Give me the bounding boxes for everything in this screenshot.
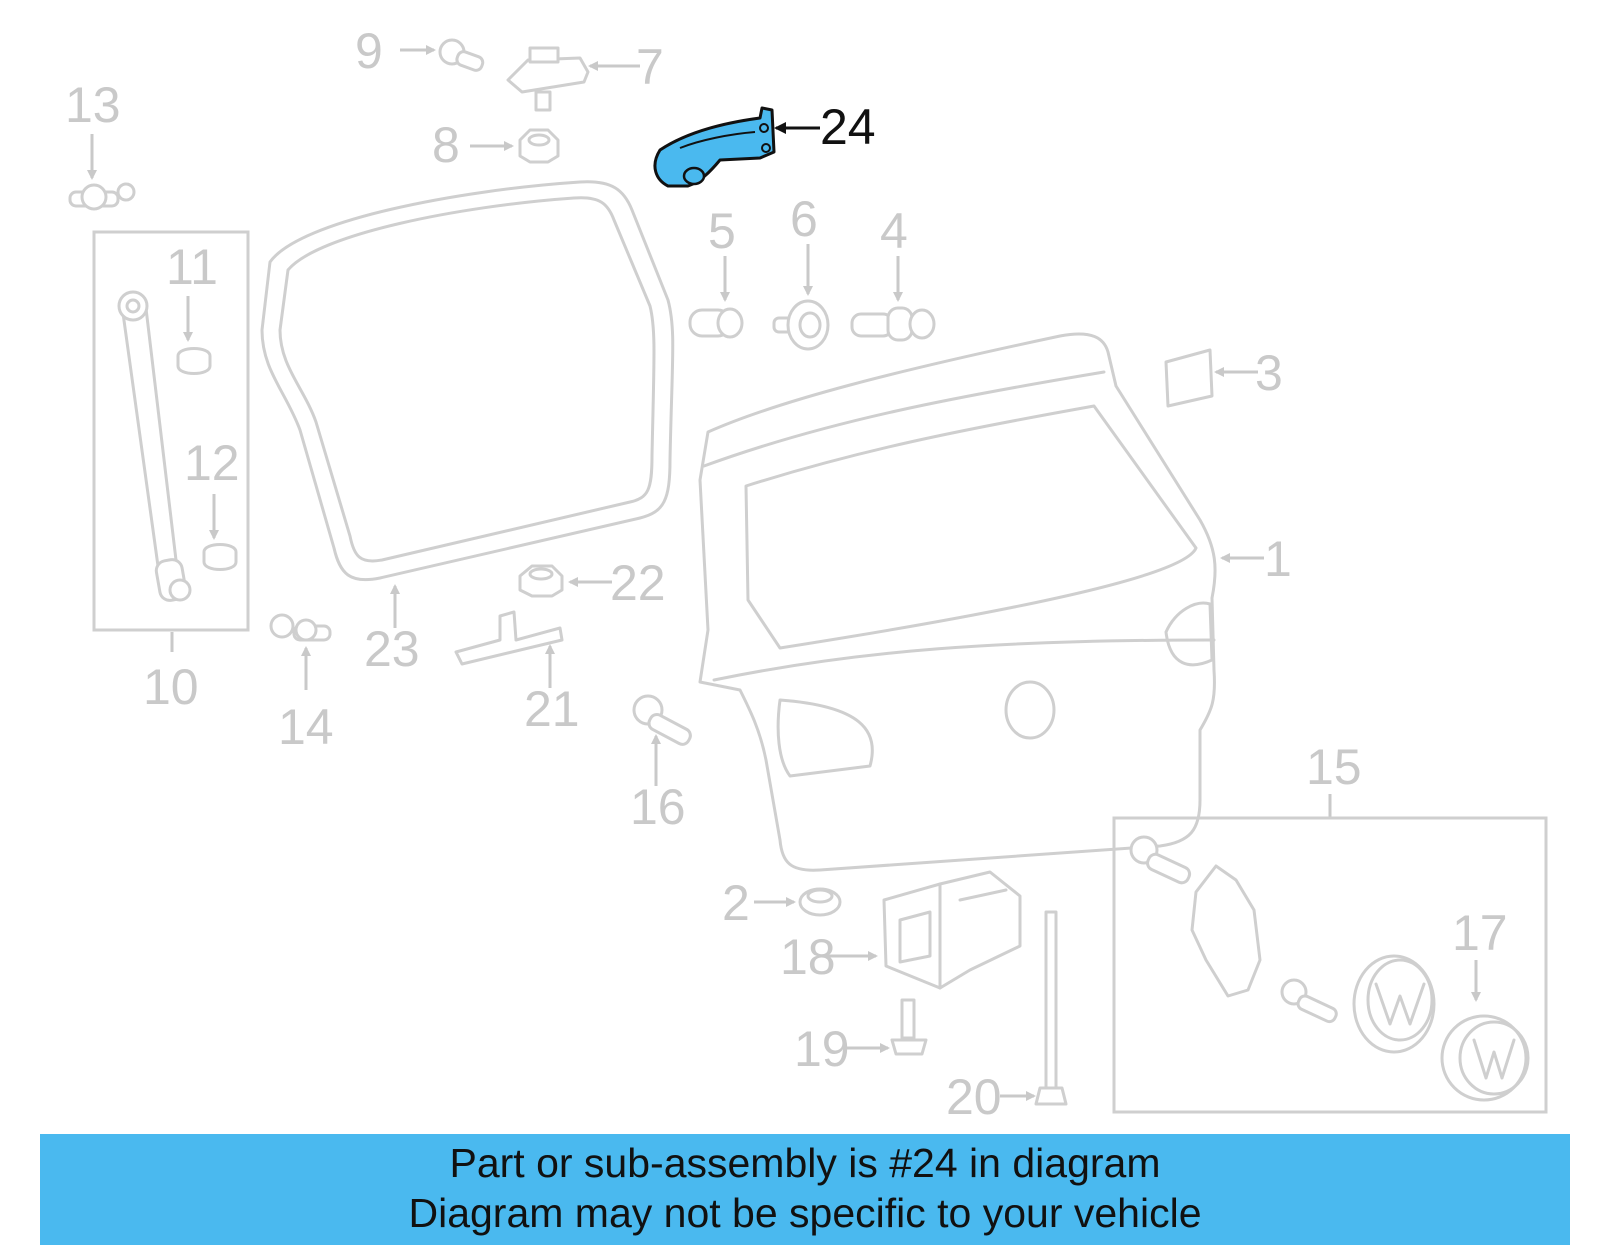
part-10-gas-strut (117, 290, 192, 602)
part-23-weatherstrip (260, 180, 675, 582)
callout-16[interactable]: 16 (630, 779, 686, 835)
banner-line-2: Diagram may not be specific to your vehi… (408, 1190, 1202, 1236)
part-9-bolt (438, 38, 485, 72)
callout-20[interactable]: 20 (946, 1069, 1002, 1125)
callout-6[interactable]: 6 (790, 191, 818, 247)
callout-1[interactable]: 1 (1264, 531, 1292, 587)
callout-10[interactable]: 10 (143, 659, 199, 715)
part-11-clip (176, 347, 212, 375)
callout-13[interactable]: 13 (65, 77, 121, 133)
callout-7[interactable]: 7 (636, 39, 664, 95)
part-18-latch (882, 870, 1022, 990)
part-6-bumper (772, 299, 830, 351)
callout-11[interactable]: 11 (166, 239, 218, 295)
callout-18[interactable]: 18 (780, 929, 836, 985)
banner-line-1: Part or sub-assembly is #24 in diagram (449, 1140, 1161, 1186)
part-20-rod (1034, 910, 1068, 1106)
callout-24[interactable]: 24 (820, 99, 876, 155)
part-19-screw (890, 998, 928, 1056)
group-10-box (92, 230, 250, 632)
callout-17[interactable]: 17 (1452, 905, 1508, 961)
part-12-clip (202, 543, 238, 571)
part-21-bracket (454, 610, 564, 666)
callout-8[interactable]: 8 (432, 117, 460, 173)
part-17-emblem (1440, 1014, 1530, 1102)
group-15-box (1112, 816, 1548, 1114)
callout-5[interactable]: 5 (708, 203, 736, 259)
callout-15[interactable]: 15 (1306, 739, 1362, 795)
callout-19[interactable]: 19 (794, 1021, 850, 1077)
part-5-bushing (688, 307, 744, 339)
part-15-emblem-handle-assembly (1129, 835, 1436, 1054)
part-4-stop (850, 306, 936, 342)
part-13-stud (68, 182, 136, 211)
part-8-nut (518, 128, 560, 164)
callout-3[interactable]: 3 (1255, 345, 1283, 401)
callout-21[interactable]: 21 (524, 681, 580, 737)
info-banner: Part or sub-assembly is #24 in diagram D… (40, 1134, 1570, 1245)
part-22-nut (518, 564, 564, 598)
callout-23[interactable]: 23 (364, 621, 420, 677)
callout-12[interactable]: 12 (184, 435, 240, 491)
part-2-grommet (798, 887, 842, 917)
part-14-stud (269, 613, 332, 642)
part-24-hinge[interactable] (653, 106, 776, 188)
callout-14[interactable]: 14 (278, 699, 334, 755)
callout-9[interactable]: 9 (355, 23, 383, 79)
part-16-bolt (632, 694, 692, 746)
part-3-pad (1164, 348, 1214, 408)
callout-2[interactable]: 2 (722, 875, 750, 931)
part-7-hinge-bracket (506, 46, 590, 112)
callout-22[interactable]: 22 (610, 555, 666, 611)
part-1-liftgate (698, 332, 1217, 872)
callout-4[interactable]: 4 (880, 203, 908, 259)
